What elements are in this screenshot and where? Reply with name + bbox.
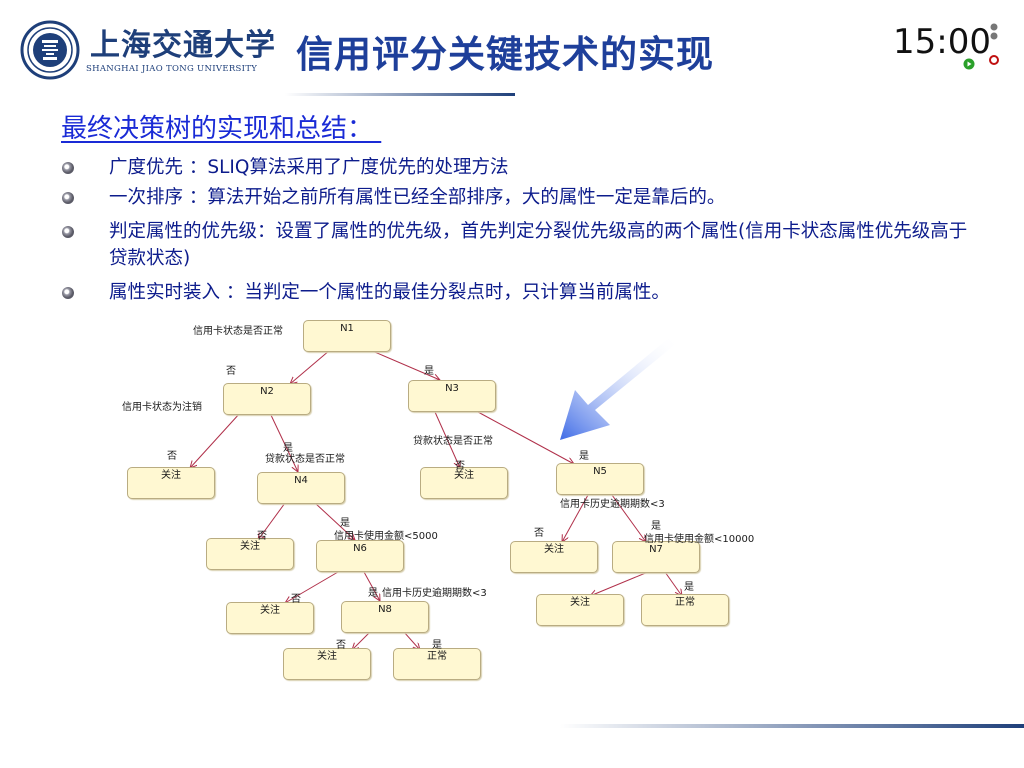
condition-label: 信用卡状态是否正常 — [193, 326, 283, 337]
condition-label: 信用卡状态为注销 — [122, 402, 202, 413]
tree-node-n7: N7 — [612, 541, 700, 573]
tree-leaf-e: 关注 — [536, 594, 624, 626]
condition-label: 信用卡使用金额<5000 — [334, 531, 438, 542]
branch-yes-label: 是 — [579, 451, 589, 462]
tree-node-n1: N1 — [303, 320, 391, 352]
branch-yes-label: 是 — [283, 443, 293, 454]
tree-node-n6: N6 — [316, 540, 404, 572]
condition-label: 贷款状态是否正常 — [413, 436, 493, 447]
condition-label: 信用卡历史逾期期数<3 — [382, 588, 487, 599]
pointer-arrow-icon — [555, 325, 685, 445]
tree-leaf-h: 正常 — [641, 594, 729, 626]
title-divider — [285, 93, 515, 96]
slide-title: 信用评分关键技术的实现 — [296, 33, 714, 76]
university-seal-icon — [20, 20, 80, 80]
footer-divider — [560, 724, 1024, 728]
tree-leaf-f: 关注 — [226, 602, 314, 634]
branch-yes-label: 是 — [340, 518, 350, 529]
condition-label: 信用卡历史逾期期数<3 — [560, 499, 665, 510]
branch-yes-label: 是 — [651, 521, 661, 532]
tree-node-n4: N4 — [257, 472, 345, 504]
bullet-text: 属性实时装入 ：当判定一个属性的最佳分裂点时，只计算当前属性。 — [109, 282, 670, 303]
bullet-text: 一次排序 ：算法开始之前所有属性已经全部排序，大的属性一定是靠后的。 — [109, 187, 726, 208]
bullet-text: 广度优先 ：SLIQ算法采用了广度优先的处理方法 — [109, 157, 509, 178]
condition-label: 贷款状态是否正常 — [265, 454, 345, 465]
section-heading: 最终决策树的实现和总结： — [61, 114, 382, 144]
branch-no-label: 否 — [226, 366, 236, 377]
tree-leaf-d: 关注 — [510, 541, 598, 573]
tree-node-n2: N2 — [223, 383, 311, 415]
branch-yes-label: 是 — [684, 582, 694, 593]
tree-leaf-i: 正常 — [393, 648, 481, 680]
branch-no-label: 否 — [167, 451, 177, 462]
tree-leaf-b: 关注 — [420, 467, 508, 499]
university-name-cn: 上海交通大学 — [90, 28, 276, 63]
branch-no-label: 否 — [534, 528, 544, 539]
university-name-en: SHANGHAI JIAO TONG UNIVERSITY — [86, 64, 258, 74]
tree-node-n8: N8 — [341, 601, 429, 633]
branch-no-label: 否 — [257, 531, 267, 542]
play-icon[interactable] — [963, 55, 975, 70]
branch-no-label: 否 — [291, 594, 301, 605]
clock-readout: 15:00 — [893, 22, 991, 62]
condition-label: 信用卡使用金额<10000 — [644, 534, 755, 545]
branch-yes-label: 是 — [368, 588, 378, 599]
clock-controls[interactable] — [987, 22, 1001, 68]
bullet-text: 判定属性的优先级：设置了属性的优先级，首先判定分裂优先级高的两个属性(信用卡状态… — [109, 221, 968, 269]
bullet-icon — [62, 226, 74, 238]
branch-yes-label: 是 — [424, 366, 434, 377]
tree-node-n5: N5 — [556, 463, 644, 495]
tree-leaf-g: 关注 — [283, 648, 371, 680]
branch-yes-label: 是 — [432, 640, 442, 651]
bullet-icon — [62, 192, 74, 204]
bullet-icon — [62, 162, 74, 174]
tree-leaf-c: 关注 — [206, 538, 294, 570]
tree-leaf-a: 关注 — [127, 467, 215, 499]
branch-no-label: 否 — [455, 461, 465, 472]
bullet-icon — [62, 287, 74, 299]
tree-node-n3: N3 — [408, 380, 496, 412]
branch-no-label: 否 — [336, 640, 346, 651]
